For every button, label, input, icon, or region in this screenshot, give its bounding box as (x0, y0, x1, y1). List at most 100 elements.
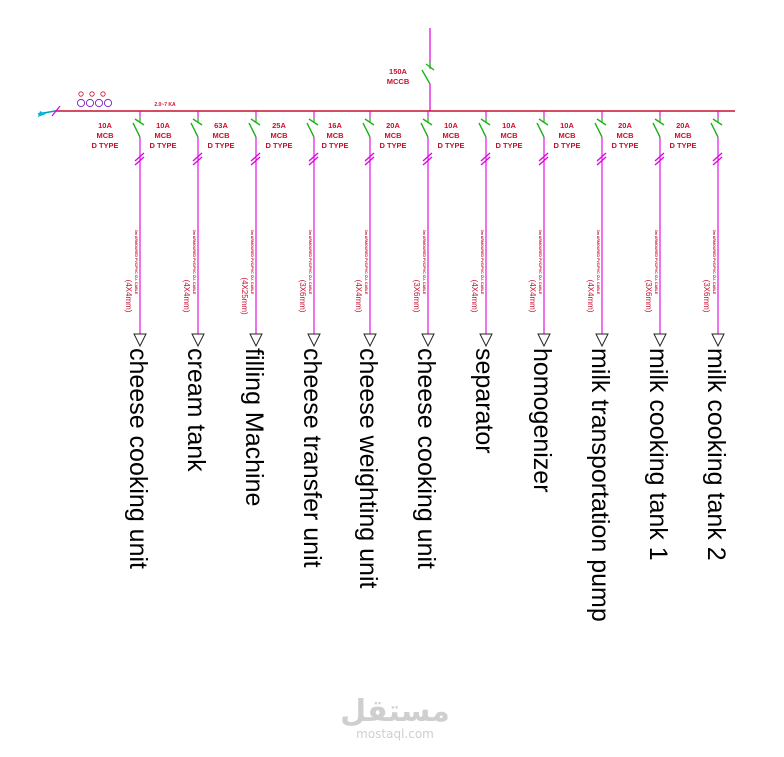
cable-spec-text: 3m ARMOURED PVC/PVC CU. CABLE (134, 230, 138, 295)
mcb-rating: 10A (502, 121, 516, 130)
cable-spec-text: 3m ARMOURED PVC/PVC CU. CABLE (538, 230, 542, 295)
cable-slash-icon (480, 152, 491, 162)
load-arrow-icon (421, 333, 435, 348)
cable-size-text: (4X4mm) (470, 280, 479, 313)
load-name: milk cooking tank 2 (702, 348, 730, 561)
mcb-curve: D TYPE (379, 141, 406, 150)
cable-slash-icon (422, 152, 433, 162)
earth-arrow-icon (38, 111, 46, 117)
mcb-type: MCB (674, 131, 692, 140)
mcb-curve: D TYPE (149, 141, 176, 150)
indicator-lamp-icon (78, 91, 84, 97)
phase-indicator-l1-icon (76, 98, 86, 108)
mcb-rating: 25A (272, 121, 286, 130)
mcb-rating: 10A (444, 121, 458, 130)
cable-slash-icon (712, 152, 723, 162)
load-name: filling Machine (240, 348, 268, 506)
mcb-contact-icon (652, 122, 661, 138)
mcb-type: MCB (384, 131, 402, 140)
cable-spec-text: 3m ARMOURED PVC/PVC CU. CABLE (712, 230, 716, 295)
main-breaker-symbol (421, 62, 435, 85)
mcb-rating: 20A (386, 121, 400, 130)
cable-size-text: (3X6mm) (702, 280, 711, 313)
mcb-type: MCB (558, 131, 576, 140)
mcb-contact-icon (710, 122, 719, 138)
mcb-type: MCB (270, 131, 288, 140)
mcb-rating: 10A (560, 121, 574, 130)
mcb-type: MCB (326, 131, 344, 140)
cable-slash-icon (364, 156, 375, 166)
cable-slash-icon (538, 156, 549, 166)
cable-size-text: (4X4mm) (182, 280, 191, 313)
cable-slash-icon (596, 156, 607, 166)
cable-size-text: (4X4mm) (586, 280, 595, 313)
cable-slash-icon (712, 156, 723, 166)
mcb-curve: D TYPE (495, 141, 522, 150)
watermark-latin: mostaql.com (356, 727, 434, 741)
load-arrow-icon (191, 333, 205, 348)
mcb-curve: D TYPE (321, 141, 348, 150)
load-arrow-icon (711, 333, 725, 348)
mcb-curve: D TYPE (91, 141, 118, 150)
mcb-rating: 20A (618, 121, 632, 130)
cable-spec-text: 3m ARMOURED PVC/PVC CU. CABLE (596, 230, 600, 295)
mcb-rating: 16A (328, 121, 342, 130)
cable-spec-text: 3m ARMOURED PVC/PVC CU. CABLE (480, 230, 484, 295)
indicator-lamps (76, 91, 113, 108)
cable-size-text: (4X4mm) (528, 280, 537, 313)
cable-slash-icon (308, 156, 319, 166)
cable-size-text: (4X25mm) (240, 277, 249, 315)
cable-spec-text: 3m ARMOURED PVC/PVC CU. CABLE (250, 230, 254, 295)
indicator-lamp-icon (100, 91, 106, 97)
cable-spec-text: 3m ARMOURED PVC/PVC CU. CABLE (308, 230, 312, 295)
cable-spec-text: 3m ARMOURED PVC/PVC CU. CABLE (422, 230, 426, 295)
mcb-contact-icon (536, 122, 545, 138)
cable-size-text: (3X6mm) (298, 280, 307, 313)
busbar-fault-label: 2.0~7 KA (154, 102, 176, 108)
cable-slash-icon (654, 156, 665, 166)
load-arrow-icon (363, 333, 377, 348)
load-arrow-icon (249, 333, 263, 348)
load-arrow-icon (479, 333, 493, 348)
mcb-rating: 63A (214, 121, 228, 130)
mcb-type: MCB (212, 131, 230, 140)
mcb-type: MCB (96, 131, 114, 140)
load-name: milk transportation pump (586, 348, 614, 622)
cable-slash-icon (538, 152, 549, 162)
load-name: homogenizer (528, 348, 556, 493)
load-name: cheese transfer unit (298, 348, 326, 568)
mcb-type: MCB (500, 131, 518, 140)
cable-size-text: (4X4mm) (124, 280, 133, 313)
load-arrow-icon (537, 333, 551, 348)
cable-slash-icon (422, 156, 433, 166)
mcb-type: MCB (154, 131, 172, 140)
cable-size-text: (4X4mm) (354, 280, 363, 313)
phase-indicator-l3-icon (94, 98, 104, 108)
load-name: cream tank (182, 348, 210, 472)
phase-indicator-l2-icon (85, 98, 95, 108)
main-breaker-rating: 150A (389, 67, 408, 76)
cable-slash-icon (250, 152, 261, 162)
mcb-contact-icon (248, 122, 257, 138)
mcb-curve: D TYPE (611, 141, 638, 150)
cable-slash-icon (480, 156, 491, 166)
cable-slash-icon (364, 152, 375, 162)
load-name: cheese weighting unit (354, 348, 382, 588)
cable-size-text: (3X6mm) (644, 280, 653, 313)
mcb-type: MCB (442, 131, 460, 140)
load-name: separator (470, 348, 498, 454)
cable-slash-icon (596, 152, 607, 162)
mcb-rating: 20A (676, 121, 690, 130)
load-arrow-icon (595, 333, 609, 348)
mcb-curve: D TYPE (553, 141, 580, 150)
